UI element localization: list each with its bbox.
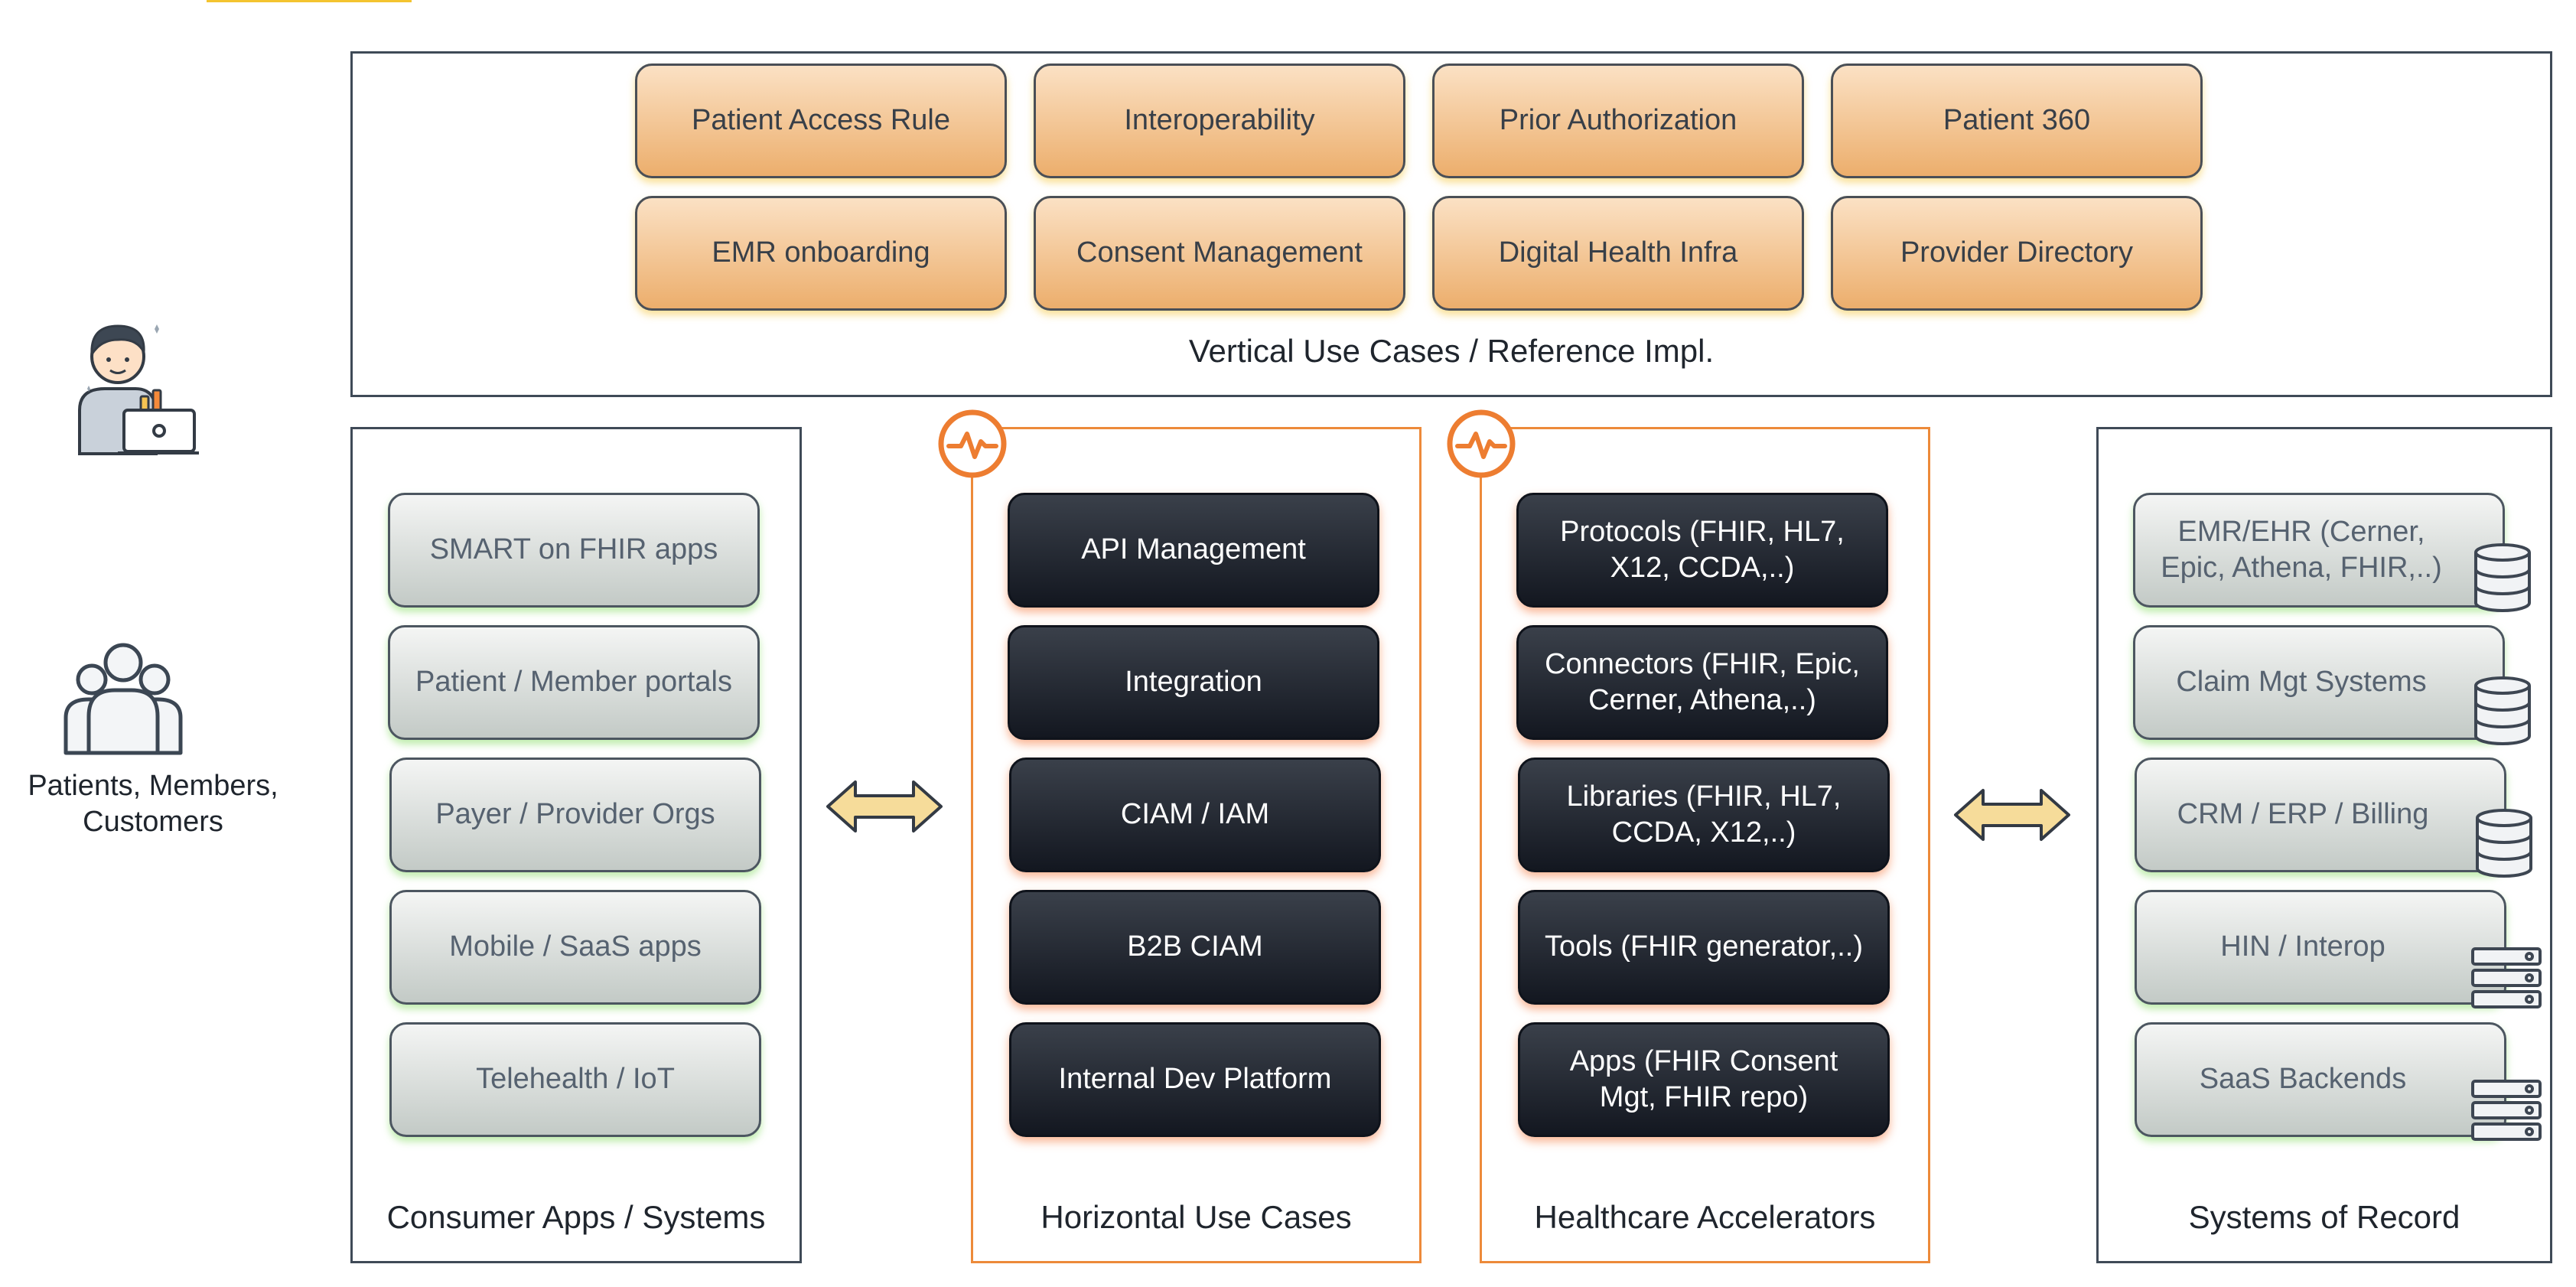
systems-of-record-label: Systems of Record (2188, 1199, 2460, 1235)
consumer-card: Telehealth / IoT (389, 1022, 761, 1137)
systems-card: EMR/EHR (Cerner, Epic, Athena, FHIR,..) (2133, 493, 2505, 608)
consumer-card: SMART on FHIR apps (388, 493, 760, 608)
accelerator-card: Apps (FHIR Consent Mgt, FHIR repo) (1518, 1022, 1890, 1137)
systems-card: SaaS Backends (2135, 1022, 2506, 1137)
vertical-card: Prior Authorization (1432, 64, 1804, 178)
database-icon (2474, 676, 2531, 745)
server-rack-icon (2471, 947, 2542, 1008)
double-arrow-icon (826, 780, 943, 832)
heartbeat-icon (938, 409, 1007, 478)
heartbeat-icon (1447, 409, 1516, 478)
healthcare-accelerators-label: Healthcare Accelerators (1534, 1199, 1876, 1235)
developer-laptop-icon (78, 324, 199, 455)
people-label: Patients, Members, Customers (28, 770, 278, 839)
systems-card: HIN / Interop (2135, 890, 2506, 1005)
top-accent-bar (207, 0, 412, 2)
vertical-card: Provider Directory (1831, 196, 2203, 311)
horizontal-use-cases-label: Horizontal Use Cases (1040, 1199, 1352, 1235)
accelerator-card: Libraries (FHIR, HL7, CCDA, X12,..) (1518, 758, 1890, 872)
consumer-apps-label: Consumer Apps / Systems (386, 1199, 766, 1235)
vertical-card: Interoperability (1034, 64, 1405, 178)
horizontal-card: B2B CIAM (1009, 890, 1381, 1005)
horizontal-card: Internal Dev Platform (1009, 1022, 1381, 1137)
systems-card: CRM / ERP / Billing (2135, 758, 2506, 872)
accelerator-card: Protocols (FHIR, HL7, X12, CCDA,..) (1516, 493, 1888, 608)
database-icon (2474, 543, 2531, 612)
vertical-card: Patient Access Rule (635, 64, 1007, 178)
vertical-card: Consent Management (1034, 196, 1405, 311)
accelerator-card: Tools (FHIR generator,..) (1518, 890, 1890, 1005)
double-arrow-icon (1954, 789, 2070, 841)
consumer-card: Patient / Member portals (388, 625, 760, 740)
people-group-icon (64, 643, 183, 755)
horizontal-card: CIAM / IAM (1009, 758, 1381, 872)
systems-card: Claim Mgt Systems (2133, 625, 2505, 740)
vertical-card: Patient 360 (1831, 64, 2203, 178)
consumer-card: Payer / Provider Orgs (389, 758, 761, 872)
vertical-use-cases-label: Vertical Use Cases / Reference Impl. (1188, 333, 1715, 369)
accelerator-card: Connectors (FHIR, Epic, Cerner, Athena,.… (1516, 625, 1888, 740)
database-icon (2476, 809, 2532, 878)
horizontal-card: API Management (1008, 493, 1379, 608)
consumer-card: Mobile / SaaS apps (389, 890, 761, 1005)
vertical-card: EMR onboarding (635, 196, 1007, 311)
server-rack-icon (2471, 1080, 2542, 1141)
vertical-card: Digital Health Infra (1432, 196, 1804, 311)
horizontal-card: Integration (1008, 625, 1379, 740)
